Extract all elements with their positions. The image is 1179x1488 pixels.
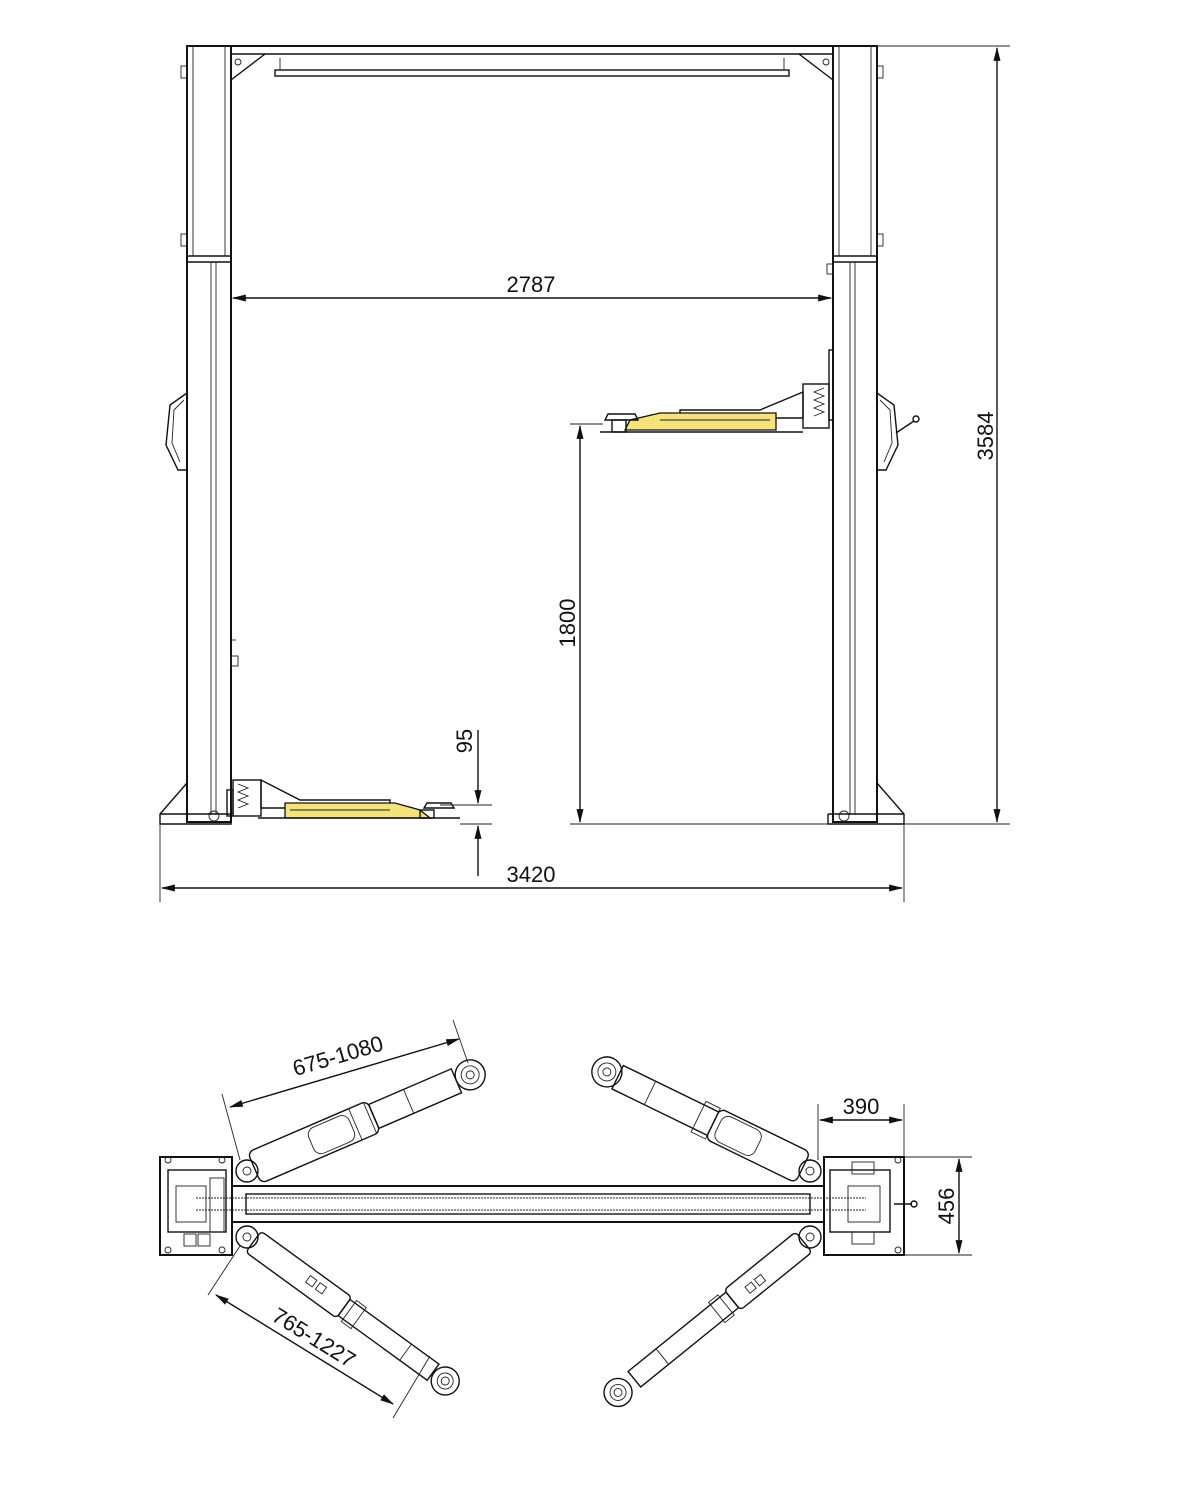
overall-height-label: 3584 <box>973 412 998 461</box>
left-base-plate <box>159 1156 233 1256</box>
base-depth-label: 390 <box>843 1094 880 1119</box>
top-view <box>159 1019 972 1419</box>
short-arm-range-label: 765-1227 <box>268 1303 360 1373</box>
long-arm-range-label: 675-1080 <box>290 1031 386 1081</box>
min-pad-height-label: 95 <box>452 729 477 753</box>
front-view <box>159 45 1010 902</box>
arm-upper-right <box>591 1056 809 1182</box>
max-lift-height-label: 1800 <box>555 599 580 648</box>
top-dimensions <box>207 1019 972 1419</box>
top-beam <box>230 45 834 81</box>
top-beam-plan <box>196 1185 866 1223</box>
column-spacing-label: 2787 <box>507 272 556 297</box>
front-dimensions <box>159 45 1010 902</box>
overall-width-label: 3420 <box>507 862 556 887</box>
right-column <box>826 45 920 823</box>
arm-lower-right <box>603 1232 812 1408</box>
lowered-arm <box>226 778 460 819</box>
right-base-plate <box>823 1156 918 1256</box>
raised-arm <box>600 349 834 433</box>
left-column <box>165 45 239 823</box>
base-width-label: 456 <box>934 1188 959 1225</box>
arm-upper-left <box>248 1059 486 1183</box>
